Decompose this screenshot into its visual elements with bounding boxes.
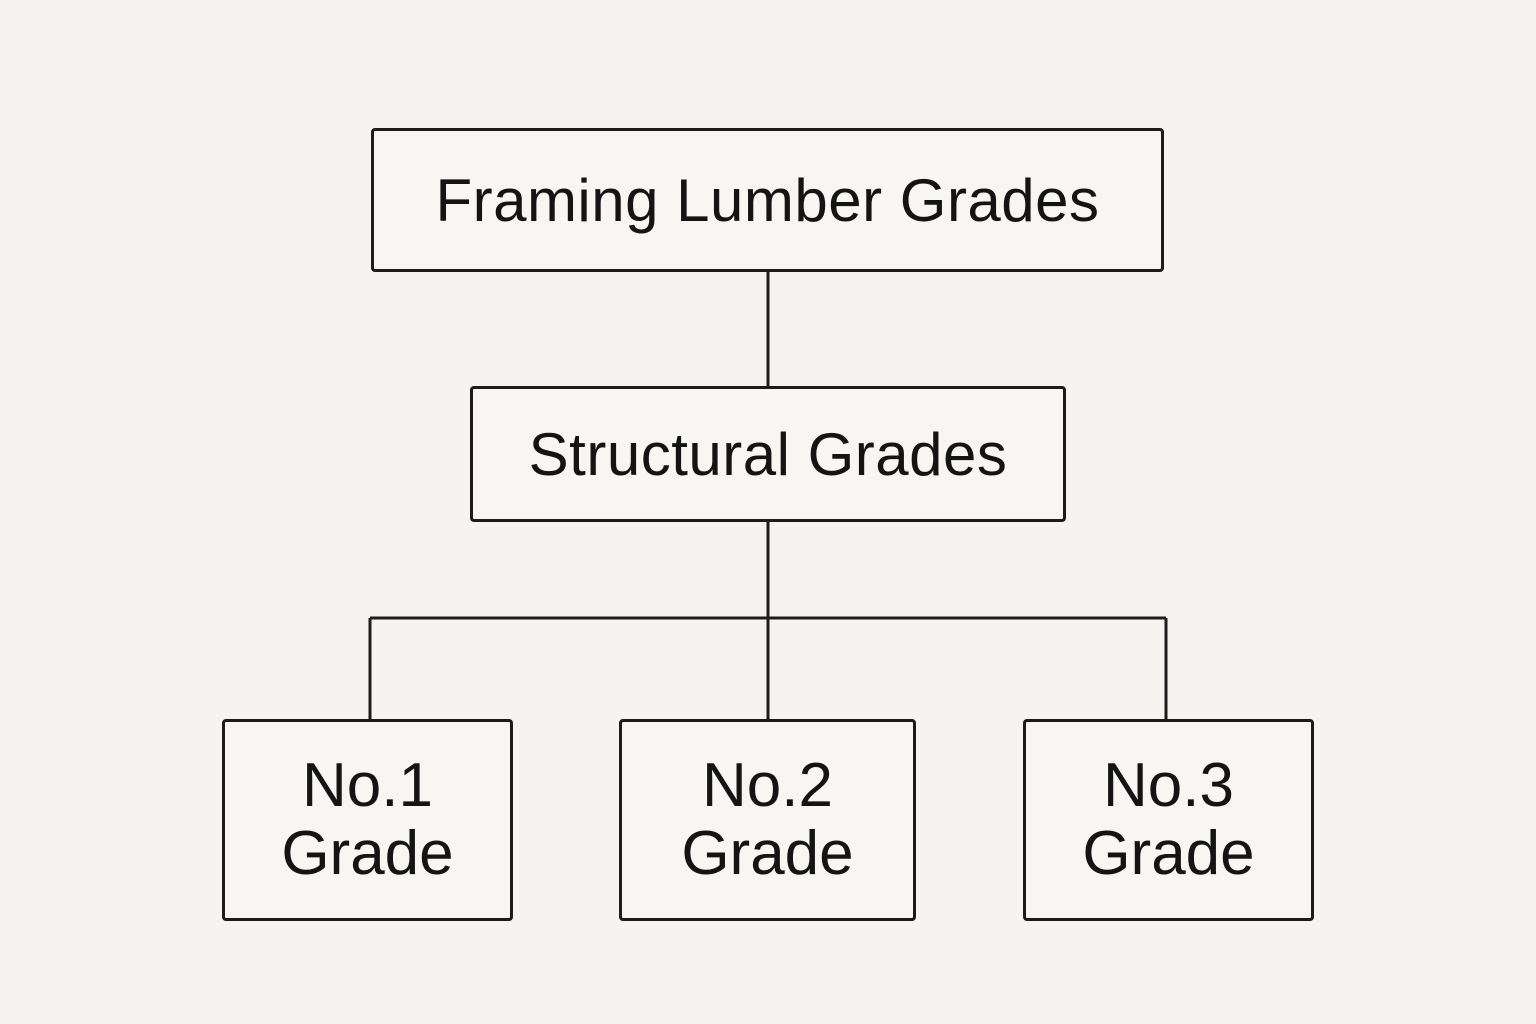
grade-node-3: No.3 Grade <box>1023 719 1314 921</box>
grade-node-2: No.2 Grade <box>619 719 916 921</box>
grade-node-3-word: Grade <box>1082 819 1255 888</box>
root-node-label: Framing Lumber Grades <box>435 166 1100 234</box>
grade-node-3-number: No.3 <box>1103 751 1234 820</box>
root-node: Framing Lumber Grades <box>371 128 1164 272</box>
grade-node-2-number: No.2 <box>702 751 833 820</box>
category-node: Structural Grades <box>470 386 1066 522</box>
grade-node-2-word: Grade <box>681 819 854 888</box>
grade-node-1: No.1 Grade <box>222 719 513 921</box>
grade-node-1-word: Grade <box>281 819 454 888</box>
category-node-label: Structural Grades <box>528 420 1008 488</box>
grade-node-1-number: No.1 <box>302 751 433 820</box>
